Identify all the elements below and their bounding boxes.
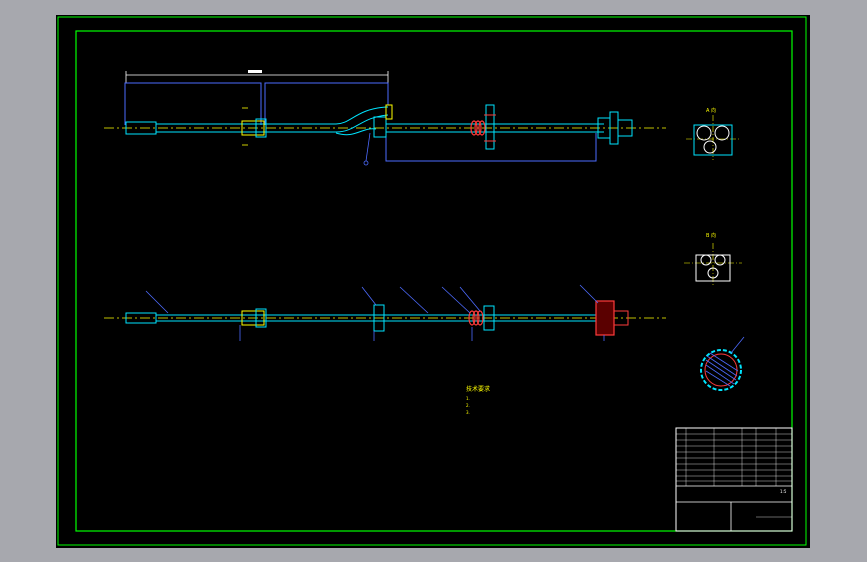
view-a-label: A 向 (706, 107, 716, 114)
technical-notes: 技术要求 1. 2. 3. (466, 385, 490, 415)
view-b-label: B 向 (706, 232, 716, 239)
dimension-label (248, 70, 262, 73)
cad-viewport[interactable]: A 向 B 向 技术要求 1. 2. 3. (56, 15, 810, 548)
shaft-top-view[interactable] (104, 70, 666, 166)
spline-end-front (125, 312, 157, 324)
shaft-front-view[interactable] (104, 284, 666, 341)
tech-line-2: 2. (466, 403, 470, 408)
bent-tube-top (335, 106, 388, 125)
inner-frame (75, 30, 793, 532)
spring-top (470, 120, 486, 136)
scale: 1:5 (780, 489, 787, 494)
spline-end-top (125, 121, 157, 135)
tech-title: 技术要求 (466, 385, 490, 393)
flange-top (485, 104, 495, 150)
coupling-top-1 (241, 120, 265, 136)
leader-lines-front (145, 284, 605, 341)
envelope-box-3 (385, 133, 597, 162)
envelope-box-2 (264, 82, 389, 125)
view-a-detail[interactable]: A 向 (686, 107, 740, 160)
bearing-front (373, 304, 385, 332)
spline-section-detail[interactable] (700, 336, 745, 391)
coupling-front-1 (241, 310, 265, 326)
view-b-detail[interactable]: B 向 (684, 232, 742, 285)
cad-drawing: A 向 B 向 技术要求 1. 2. 3. (57, 16, 807, 546)
tech-line-1: 1. (466, 396, 470, 401)
envelope-box-1 (124, 82, 262, 125)
title-block[interactable]: 1:5 (675, 427, 793, 532)
outer-frame (57, 16, 807, 546)
end-flange-front (595, 300, 615, 336)
tech-line-3: 3. (466, 410, 470, 415)
